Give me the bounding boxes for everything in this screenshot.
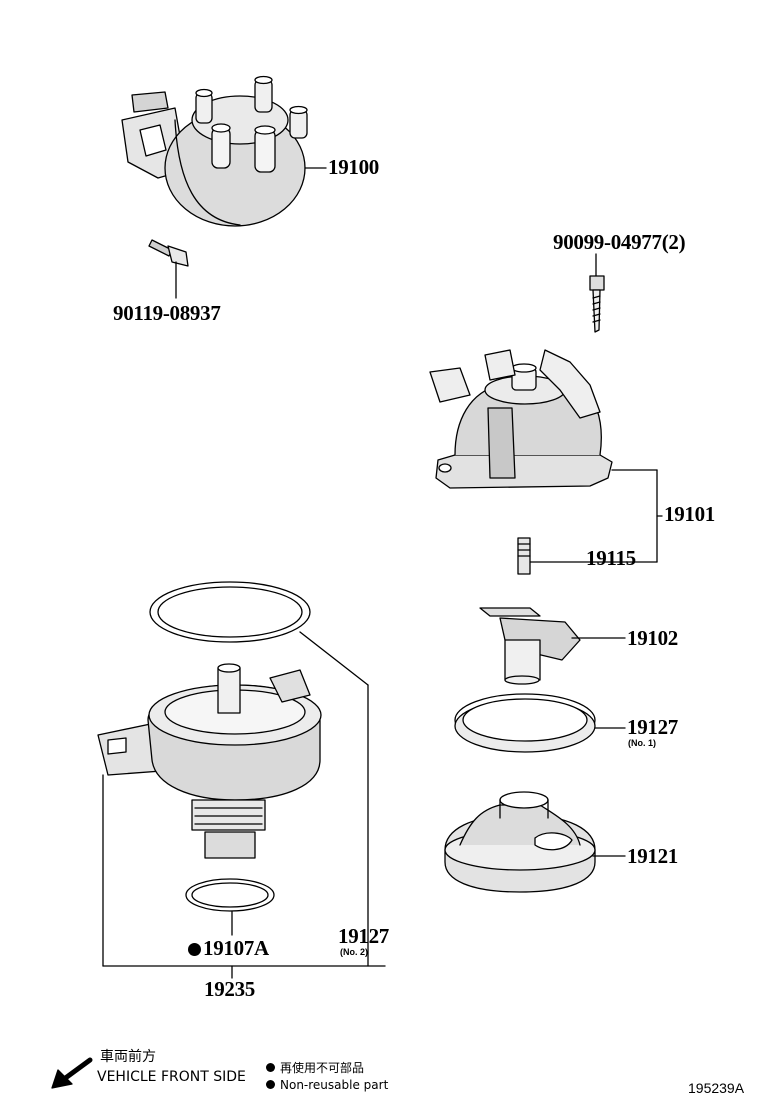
legend-nonreusable-en: Non-reusable part bbox=[266, 1078, 388, 1092]
label-gasket-no2: 19127 bbox=[338, 924, 390, 948]
vehicle-front-arrow-icon bbox=[51, 1057, 93, 1089]
legend-vehicle-front-jp: 車両前方 bbox=[100, 1049, 156, 1065]
housing-assembly-drawing bbox=[97, 663, 386, 979]
carbon-brush-drawing bbox=[517, 537, 531, 575]
label-carbon-brush: 19115 bbox=[586, 546, 636, 570]
non-reusable-dot-icon bbox=[188, 943, 201, 956]
label-gasket-no1-note: (No. 1) bbox=[628, 738, 656, 748]
gasket-no2-drawing bbox=[149, 581, 369, 967]
label-dust-proof-cover: 19121 bbox=[627, 844, 679, 868]
o-ring-drawing bbox=[185, 878, 275, 912]
dust-proof-cover-drawing bbox=[444, 791, 626, 893]
label-rotor: 19102 bbox=[627, 626, 679, 650]
legend-vehicle-front-en: VEHICLE FRONT SIDE bbox=[97, 1069, 246, 1085]
distributor-bolt-drawing bbox=[148, 239, 189, 299]
bullet-dot-icon bbox=[266, 1063, 275, 1072]
bullet-dot-icon bbox=[266, 1080, 275, 1089]
cap-screw-drawing bbox=[589, 253, 605, 333]
label-distributor-assembly: 19100 bbox=[328, 155, 380, 179]
distributor-cap-drawing bbox=[429, 349, 663, 563]
label-gasket-no2-note: (No. 2) bbox=[340, 947, 368, 957]
rotor-drawing bbox=[479, 607, 626, 685]
label-cap-screw: 90099-04977(2) bbox=[553, 230, 686, 254]
legend-nonreusable-jp: 再使用不可部品 bbox=[266, 1061, 364, 1075]
label-gasket-no1: 19127 bbox=[627, 715, 679, 739]
label-distributor-cap: 19101 bbox=[664, 502, 716, 526]
label-distributor-bolt: 90119-08937 bbox=[113, 301, 221, 325]
label-o-ring: 19107A bbox=[188, 937, 269, 959]
distributor-assembly-drawing bbox=[121, 75, 327, 227]
gasket-no1-drawing bbox=[454, 693, 626, 753]
illustration-code: 195239A bbox=[688, 1080, 745, 1096]
label-housing-assembly: 19235 bbox=[204, 977, 256, 1001]
